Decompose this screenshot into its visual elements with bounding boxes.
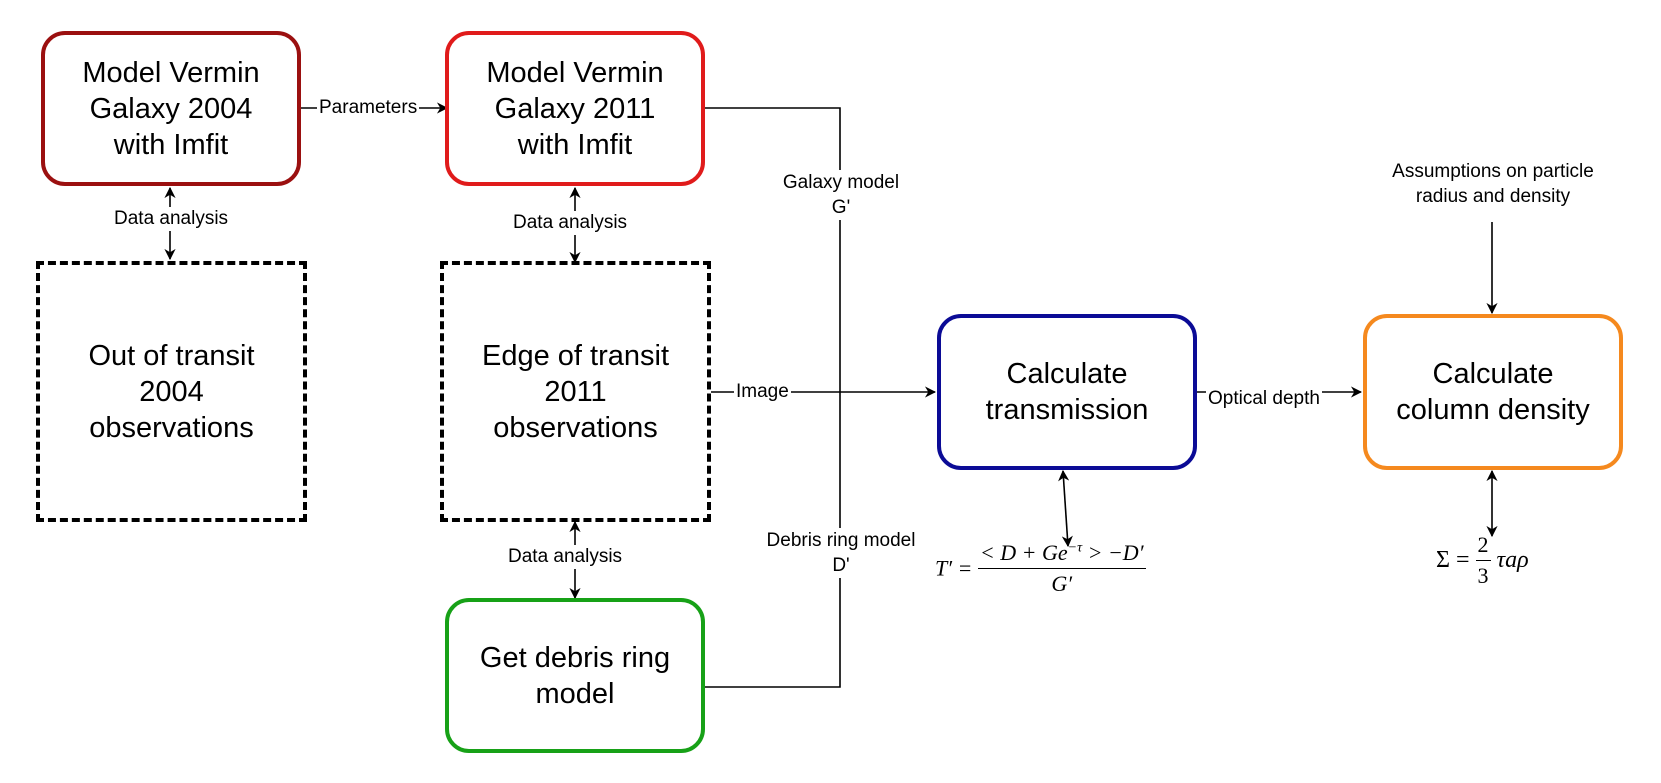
transmission-equation: T′ = < D + Ge−τ > −D′ G′ — [935, 540, 1146, 597]
galaxy-model-symbol: G' — [831, 197, 851, 218]
box-line: Model Vermin — [486, 56, 664, 89]
edge-of-transit-box: Edge of transit 2011 observations — [440, 261, 711, 522]
transmission-eq-arrow — [1058, 469, 1073, 548]
image-label: Image — [734, 380, 791, 404]
box-line: observations — [493, 411, 658, 444]
box-line: 2011 — [544, 375, 607, 408]
box-line: with Imfit — [517, 128, 633, 161]
eq-fraction: 2 3 — [1475, 532, 1491, 589]
debris-ring-model-symbol: D' — [832, 555, 850, 576]
galaxy-model-line — [705, 107, 841, 392]
eq-denominator: 3 — [1477, 563, 1489, 588]
eq-rhs: τaρ — [1496, 547, 1529, 573]
eq-lhs: Σ = — [1436, 547, 1470, 573]
parameters-label: Parameters — [317, 96, 420, 120]
box-line: transmission — [985, 394, 1149, 426]
data-analysis-label-2: Data analysis — [510, 211, 631, 235]
box-line: Edge of transit — [482, 339, 669, 372]
box-line: Get debris ring — [479, 641, 671, 674]
assumptions-line: radius and density — [1415, 186, 1571, 207]
data-analysis-label-3: Data analysis — [505, 545, 626, 569]
calculate-transmission-box: Calculate transmission — [937, 314, 1197, 470]
eq-numerator-main: < D + Ge — [979, 540, 1068, 565]
debris-ring-model-text: Debris ring model — [766, 530, 916, 551]
model-vermin-2011-box: Model Vermin Galaxy 2011 with Imfit — [445, 31, 705, 186]
eq-numerator: 2 — [1475, 532, 1491, 561]
assumptions-label: Assumptions on particle radius and densi… — [1362, 159, 1624, 209]
data-analysis-label-1: Data analysis — [111, 207, 232, 231]
model-vermin-2004-box: Model Vermin Galaxy 2004 with Imfit — [41, 31, 301, 186]
box-line: 2004 — [139, 375, 204, 408]
box-line: with Imfit — [113, 128, 229, 161]
galaxy-model-label: Galaxy model G' — [772, 170, 910, 220]
box-line: column density — [1396, 394, 1590, 426]
column-density-equation: Σ = 2 3 τaρ — [1436, 532, 1529, 589]
eq-denominator: G′ — [1051, 571, 1073, 596]
calculate-column-density-box: Calculate column density — [1363, 314, 1623, 470]
eq-numerator-tail: > −D′ — [1082, 540, 1144, 565]
box-line: Galaxy 2004 — [89, 92, 253, 125]
eq-numerator-exponent: −τ — [1067, 540, 1083, 556]
assumptions-line: Assumptions on particle — [1392, 161, 1594, 182]
eq-numerator: < D + Ge−τ > −D′ — [977, 540, 1146, 569]
box-line: Calculate — [1432, 358, 1554, 390]
box-line: Out of transit — [88, 339, 255, 372]
eq-lhs: T′ = — [935, 555, 973, 581]
box-line: Calculate — [1006, 358, 1128, 390]
box-line: Model Vermin — [82, 56, 260, 89]
out-of-transit-box: Out of transit 2004 observations — [36, 261, 307, 522]
eq-fraction: < D + Ge−τ > −D′ G′ — [977, 540, 1146, 597]
box-line: model — [535, 677, 615, 710]
debris-model-line — [705, 392, 841, 688]
optical-depth-label: Optical depth — [1206, 387, 1322, 411]
box-line: observations — [89, 411, 254, 444]
debris-ring-model-label: Debris ring model D' — [752, 528, 930, 578]
debris-ring-box: Get debris ring model — [445, 598, 705, 753]
box-line: Galaxy 2011 — [494, 92, 656, 125]
galaxy-model-text: Galaxy model — [782, 172, 900, 193]
